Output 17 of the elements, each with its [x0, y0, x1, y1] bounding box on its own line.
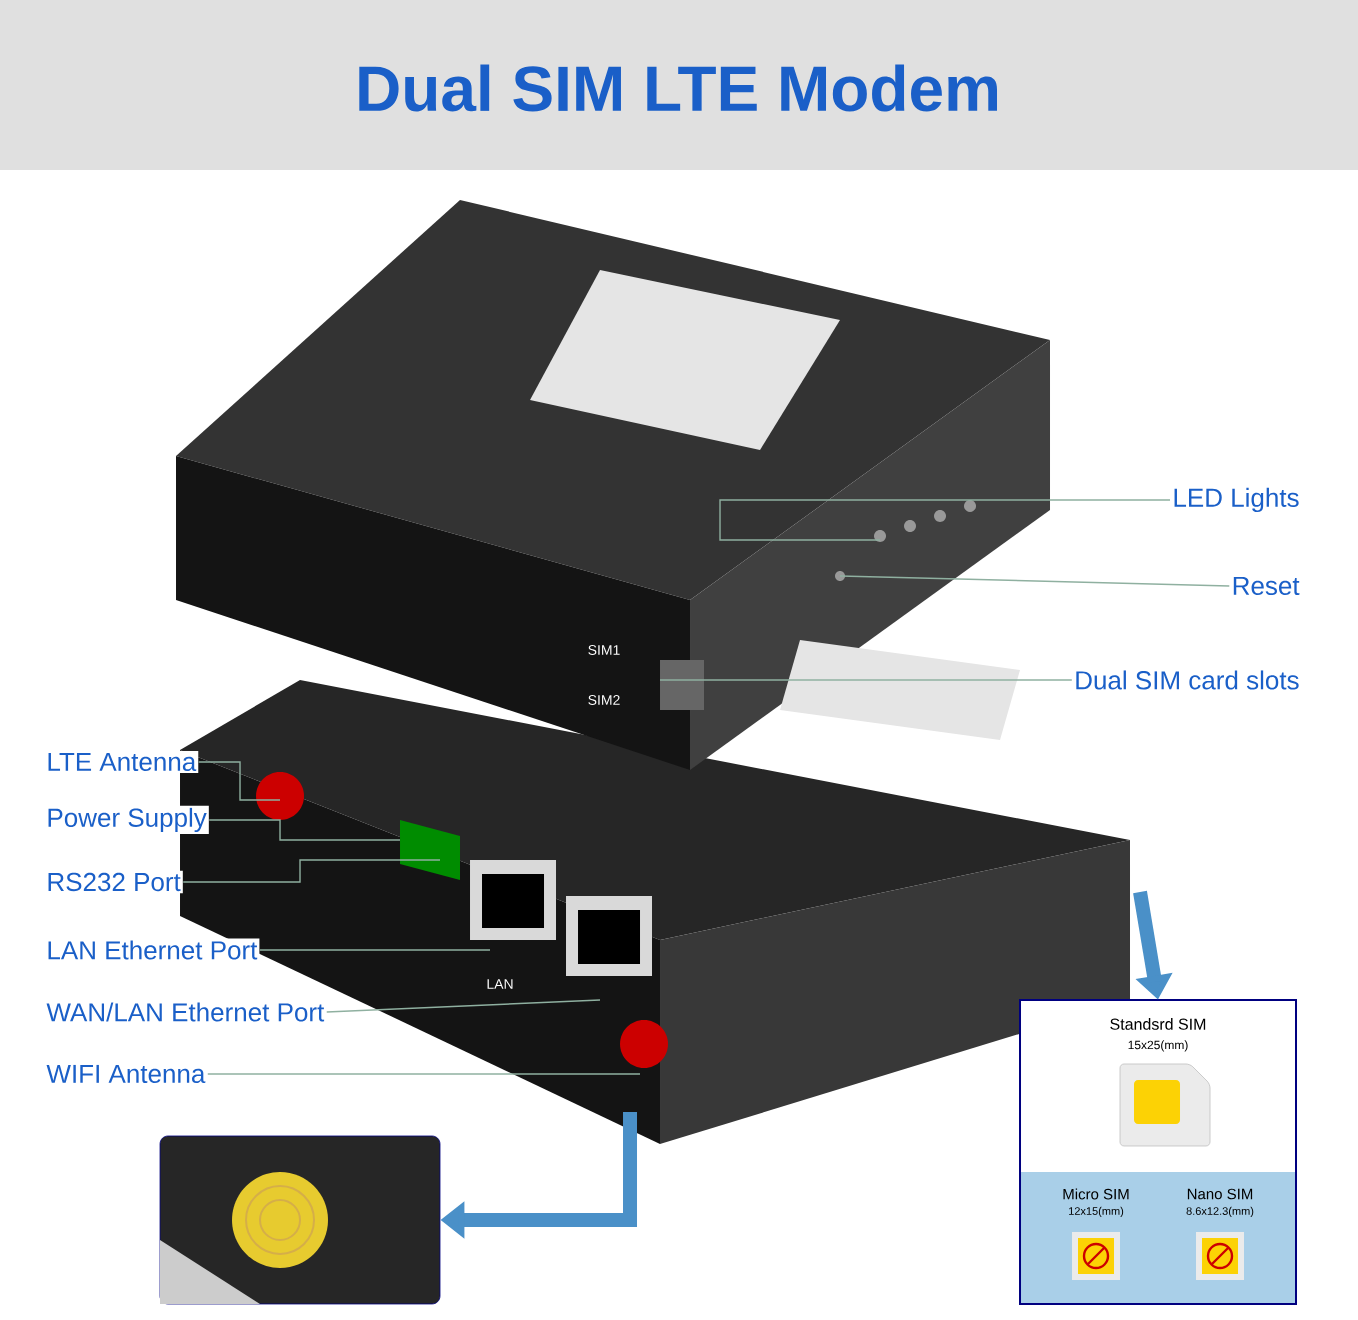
leader-line	[719, 499, 1171, 541]
leader-line	[259, 949, 491, 951]
leader-line	[326, 999, 601, 1013]
leader-line	[208, 819, 401, 841]
callout-label: RS232 Port	[44, 870, 183, 894]
callout-label: LED Lights	[1170, 485, 1302, 515]
callout-label: LAN Ethernet Port	[44, 938, 260, 962]
leader-line	[207, 1073, 641, 1075]
leader-line	[839, 575, 1230, 587]
connector-photo	[159, 1135, 441, 1305]
callout-label: LTE Antenna	[44, 750, 199, 774]
leader-line	[659, 679, 1073, 681]
title: Dual SIM LTE Modem	[359, 64, 997, 112]
callout-label: Reset	[1229, 574, 1302, 598]
callout-label: Power Supply	[44, 805, 209, 835]
leader-line	[182, 859, 441, 883]
leader-line	[197, 761, 281, 801]
